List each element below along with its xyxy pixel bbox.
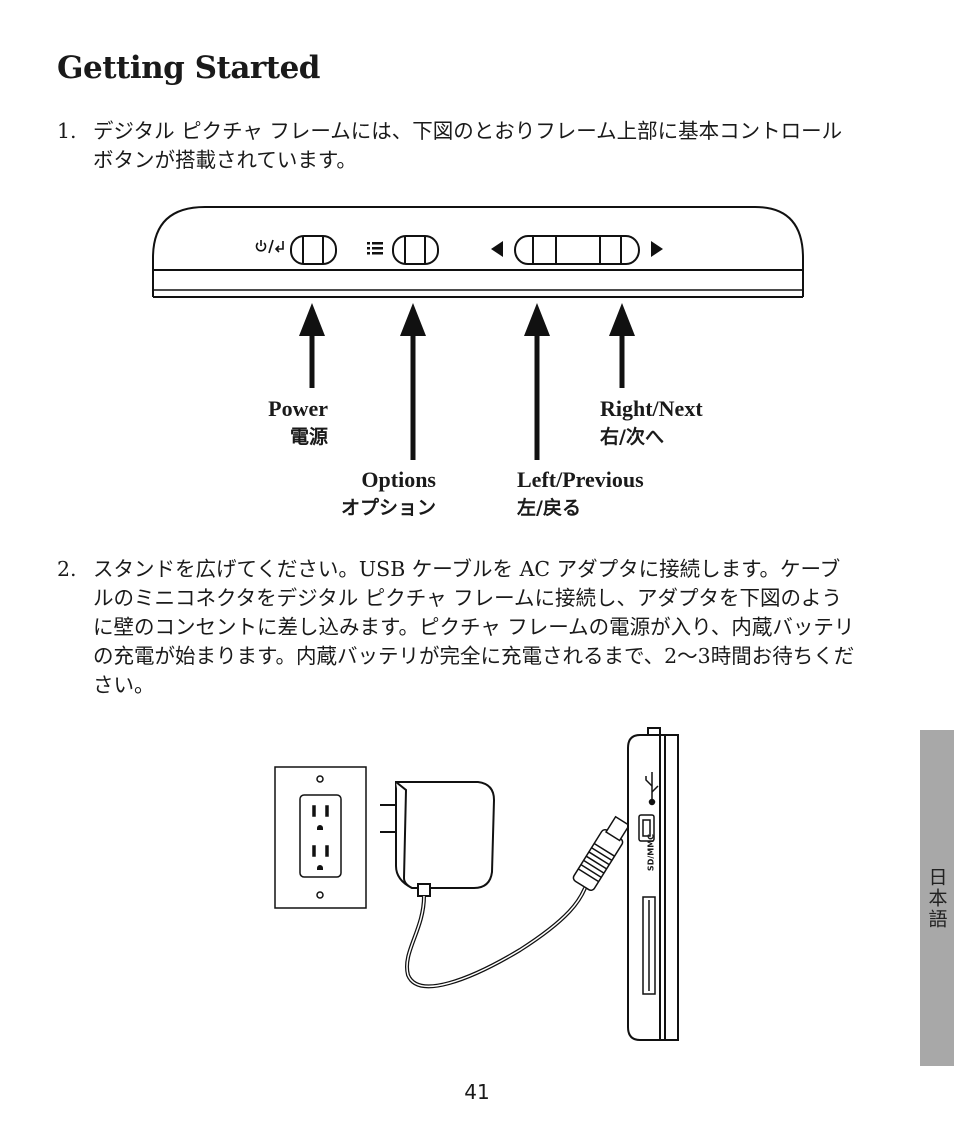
step-1: 1. デジタル ピクチャ フレームには、下図のとおりフレーム上部に基本コントロー… bbox=[57, 117, 857, 175]
language-tab-label: 日本語 bbox=[925, 866, 948, 930]
options-label: Options オプション bbox=[340, 467, 436, 519]
adapter-cable bbox=[404, 887, 587, 989]
frame-top-outline bbox=[152, 206, 804, 298]
step-number: 1. bbox=[57, 119, 77, 143]
left-previous-label: Left/Previous 左/戻る bbox=[517, 467, 644, 519]
language-tab: 日本語 bbox=[920, 730, 954, 1066]
step-number: 2. bbox=[57, 557, 77, 581]
page-title: Getting Started bbox=[57, 50, 320, 86]
right-arrow-icon bbox=[651, 241, 663, 257]
right-next-label: Right/Next 右/次へ bbox=[600, 396, 703, 448]
usb-symbol-icon bbox=[645, 772, 659, 806]
step-2: 2. スタンドを広げてください。USB ケーブルを AC アダプタに接続します。… bbox=[57, 555, 857, 700]
power-button bbox=[290, 235, 337, 265]
menu-list-icon bbox=[367, 242, 383, 255]
power-return-icon bbox=[255, 239, 284, 254]
power-label: Power 電源 bbox=[268, 396, 328, 448]
step-text: スタンドを広げてください。USB ケーブルを AC アダプタに接続します。ケーブ… bbox=[93, 557, 855, 697]
left-arrow-icon bbox=[491, 241, 503, 257]
options-button bbox=[392, 235, 439, 265]
ac-adapter-icon bbox=[380, 781, 496, 897]
step-text: デジタル ピクチャ フレームには、下図のとおりフレーム上部に基本コントロール ボ… bbox=[93, 119, 843, 172]
sd-card-slot-icon bbox=[642, 896, 656, 995]
wall-outlet-icon bbox=[274, 766, 367, 909]
page-number: 41 bbox=[464, 1080, 490, 1104]
pointer-arrows bbox=[299, 303, 635, 460]
sd-mmc-label: SD/MMC bbox=[646, 833, 656, 872]
picture-frame-side bbox=[627, 727, 679, 1041]
left-right-rocker bbox=[514, 235, 640, 265]
usb-cable-icon bbox=[572, 815, 631, 892]
